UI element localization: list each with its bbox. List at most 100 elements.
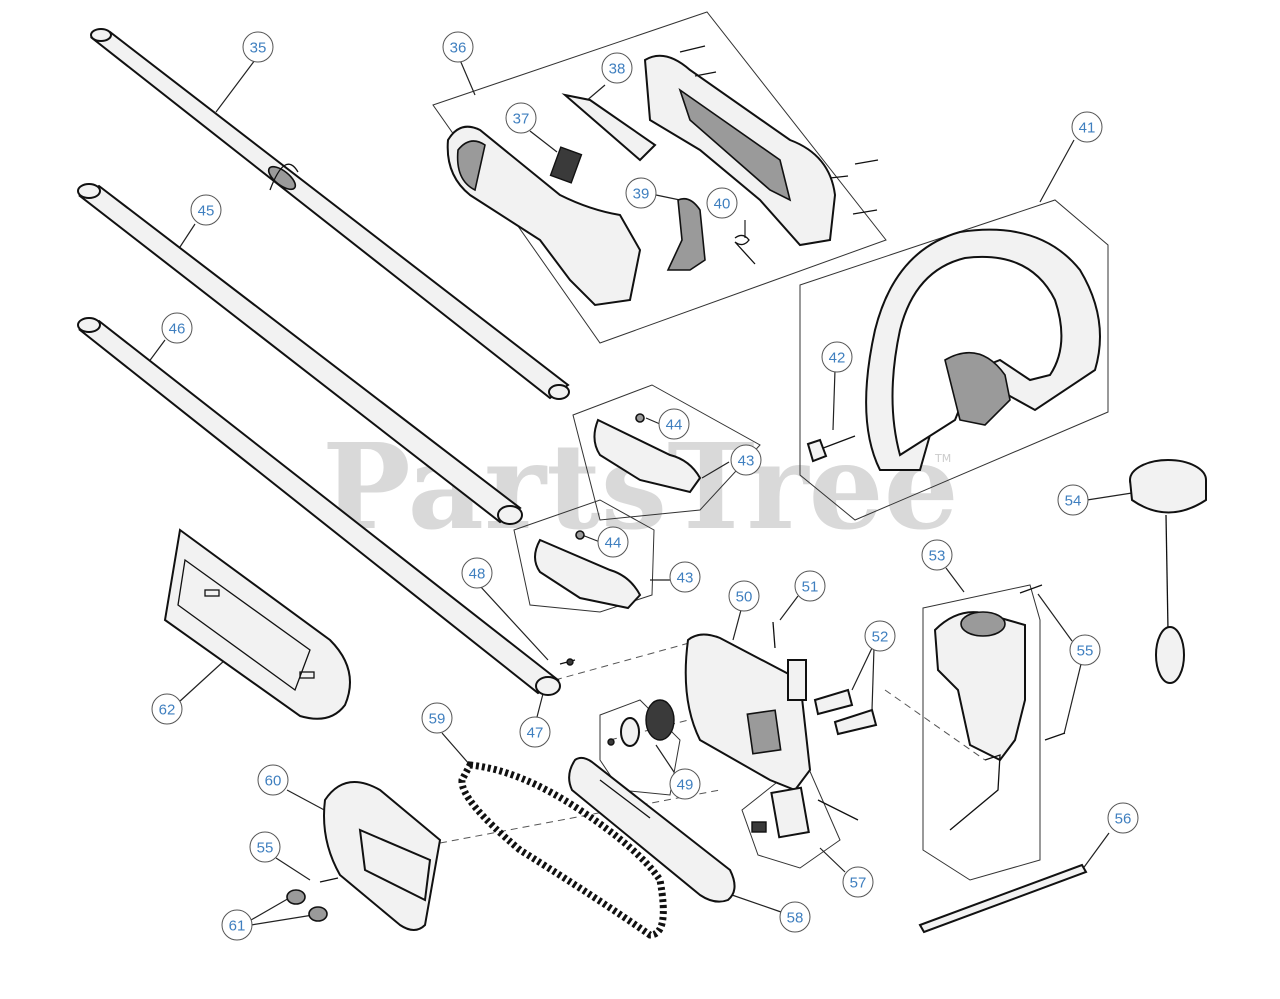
callout-circle bbox=[1071, 111, 1103, 143]
callout-circle bbox=[257, 764, 289, 796]
callout-39: 39 bbox=[625, 177, 657, 209]
callout-circle bbox=[151, 693, 183, 725]
callout-label: 56 bbox=[1115, 811, 1132, 828]
callout-label: 45 bbox=[198, 203, 215, 220]
callout-label: 38 bbox=[609, 61, 626, 78]
callout-circle bbox=[597, 526, 629, 558]
callout-label: 46 bbox=[169, 321, 186, 338]
callout-circle bbox=[1069, 634, 1101, 666]
callout-label: 44 bbox=[605, 535, 622, 552]
front-handle bbox=[806, 228, 1101, 471]
callout-52: 52 bbox=[864, 620, 896, 652]
callout-55a: 55 bbox=[1069, 634, 1101, 666]
upper-shaft-tube bbox=[89, 28, 570, 400]
callout-label: 51 bbox=[802, 579, 819, 596]
scabbard-guard bbox=[163, 528, 351, 720]
guide-bar bbox=[568, 756, 736, 903]
callout-54: 54 bbox=[1057, 484, 1089, 516]
front-handle-frame bbox=[799, 199, 1109, 521]
clamp-frame-lower bbox=[513, 499, 655, 613]
oil-tank bbox=[933, 584, 1066, 831]
handle-assembly-frame bbox=[432, 11, 887, 344]
callout-46: 46 bbox=[161, 312, 193, 344]
callout-label: 42 bbox=[829, 350, 846, 367]
leader-lines bbox=[147, 59, 1133, 926]
callout-56: 56 bbox=[1107, 802, 1139, 834]
callout-42: 42 bbox=[821, 341, 853, 373]
callout-59: 59 bbox=[421, 702, 453, 734]
drive-sprocket bbox=[607, 699, 675, 747]
callout-47: 47 bbox=[519, 716, 551, 748]
callout-circle bbox=[658, 408, 690, 440]
shaft-clamp-lower bbox=[534, 530, 642, 610]
callout-40: 40 bbox=[706, 187, 738, 219]
callout-48: 48 bbox=[461, 557, 493, 589]
rear-handle-assembly bbox=[446, 45, 879, 307]
callout-51: 51 bbox=[794, 570, 826, 602]
callout-label: 41 bbox=[1079, 120, 1096, 137]
callout-44b: 44 bbox=[597, 526, 629, 558]
callout-45: 45 bbox=[190, 194, 222, 226]
callout-label: 50 bbox=[736, 589, 753, 606]
gear-housing bbox=[684, 621, 878, 792]
callout-58: 58 bbox=[779, 901, 811, 933]
callout-label: 62 bbox=[159, 702, 176, 719]
lower-shaft-tube bbox=[77, 317, 561, 696]
callout-49: 49 bbox=[669, 768, 701, 800]
callout-38: 38 bbox=[601, 52, 633, 84]
callout-label: 54 bbox=[1065, 493, 1082, 510]
callout-circle bbox=[505, 102, 537, 134]
callout-44a: 44 bbox=[658, 408, 690, 440]
callout-label: 49 bbox=[677, 777, 694, 794]
callout-circle bbox=[242, 31, 274, 63]
tube-screw bbox=[559, 658, 576, 666]
callout-circle bbox=[669, 561, 701, 593]
callout-circle bbox=[190, 194, 222, 226]
callout-label: 61 bbox=[229, 918, 246, 935]
callout-57: 57 bbox=[842, 866, 874, 898]
callout-circle bbox=[1057, 484, 1089, 516]
callout-50: 50 bbox=[728, 580, 760, 612]
callout-label: 36 bbox=[450, 40, 467, 57]
callout-circle bbox=[442, 31, 474, 63]
callout-circle bbox=[921, 539, 953, 571]
sprocket-frame bbox=[599, 699, 681, 796]
callout-label: 43 bbox=[738, 453, 755, 470]
callout-60: 60 bbox=[257, 764, 289, 796]
callout-circle bbox=[519, 716, 551, 748]
watermark-trademark: TM bbox=[934, 452, 951, 465]
callout-circle bbox=[1107, 802, 1139, 834]
callout-label: 52 bbox=[872, 629, 889, 646]
callout-label: 58 bbox=[787, 910, 804, 927]
middle-shaft-tube bbox=[77, 183, 523, 525]
callout-circle bbox=[461, 557, 493, 589]
oil-tube bbox=[918, 863, 1088, 934]
callout-circle bbox=[706, 187, 738, 219]
callout-label: 39 bbox=[633, 186, 650, 203]
callout-circle bbox=[821, 341, 853, 373]
callout-label: 57 bbox=[850, 875, 867, 892]
callout-circle bbox=[421, 702, 453, 734]
callout-label: 55 bbox=[257, 840, 274, 857]
callout-label: 40 bbox=[714, 196, 731, 213]
callout-circle bbox=[730, 444, 762, 476]
callout-label: 43 bbox=[677, 570, 694, 587]
callout-label: 35 bbox=[250, 40, 267, 57]
callout-label: 37 bbox=[513, 111, 530, 128]
callout-circle bbox=[601, 52, 633, 84]
callout-circle bbox=[221, 909, 253, 941]
callout-53: 53 bbox=[921, 539, 953, 571]
saw-chain bbox=[458, 761, 667, 939]
callout-43b: 43 bbox=[669, 561, 701, 593]
callout-35: 35 bbox=[242, 31, 274, 63]
callout-label: 48 bbox=[469, 566, 486, 583]
callout-circle bbox=[842, 866, 874, 898]
bar-nuts bbox=[286, 889, 328, 922]
handle-screws bbox=[679, 45, 879, 215]
callout-label: 60 bbox=[265, 773, 282, 790]
shaft-clamp-upper bbox=[593, 413, 702, 494]
oil-cap bbox=[1129, 459, 1207, 684]
callout-43a: 43 bbox=[730, 444, 762, 476]
callout-55b: 55 bbox=[249, 831, 281, 863]
